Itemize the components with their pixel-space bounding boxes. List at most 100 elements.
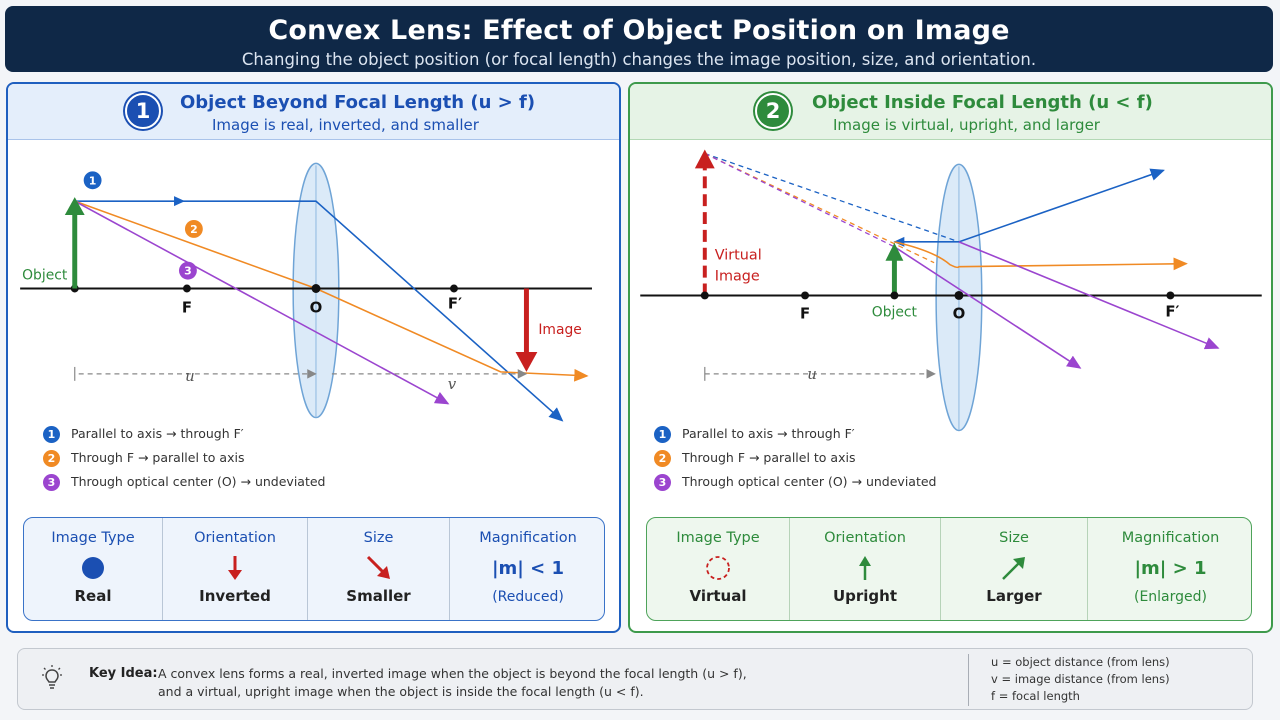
panel1-header: 1 Object Beyond Focal Length (u > f) Ima…	[8, 84, 619, 140]
ray-1-path	[894, 168, 1165, 243]
panel2-summary-box: Image Type Virtual Orientation Upright S…	[646, 517, 1252, 621]
focal-label-f-prime: F′	[1165, 302, 1179, 320]
image-arrow-head	[515, 352, 538, 372]
ray-3-number: 3	[184, 265, 192, 278]
key-idea-footer: Key Idea: A convex lens forms a real, in…	[17, 648, 1253, 710]
summary-orientation-value: Upright	[832, 587, 898, 605]
legend-ray-2-text: Through F → parallel to axis	[682, 450, 856, 465]
arrow-up-right-icon	[1002, 557, 1025, 580]
ray-3-badge	[178, 261, 197, 280]
summary-magnification-note: (Enlarged)	[1133, 589, 1207, 605]
definition-u: u = object distance (from lens)	[991, 655, 1170, 669]
summary-size-label: Size	[363, 530, 394, 546]
panel1-badge: 1	[125, 93, 161, 129]
focal-point-f-prime	[450, 284, 458, 293]
ray-1-badge	[83, 171, 102, 190]
real-image-dot-icon	[82, 557, 104, 579]
panel1-title: Object Beyond Focal Length (u > f)	[180, 92, 536, 113]
object-arrow-head	[885, 242, 904, 261]
legend-ray-1-text: Parallel to axis → through F′	[682, 426, 855, 441]
u-label: u	[807, 365, 817, 383]
focal-point-f-prime	[1166, 291, 1175, 300]
summary-orientation: Orientation Upright	[789, 518, 940, 620]
summary-magnification-note: (Reduced)	[492, 589, 564, 605]
summary-magnification-value: |m| > 1	[1134, 558, 1207, 579]
summary-image-type: Image Type Virtual	[647, 518, 789, 620]
virtual-ray-1-extension	[704, 152, 960, 243]
optical-center-o	[954, 290, 964, 300]
summary-orientation: Orientation Inverted	[162, 518, 307, 620]
summary-size: Size Larger	[940, 518, 1087, 620]
summary-magnification: Magnification |m| > 1 (Enlarged)	[1087, 518, 1253, 620]
summary-image-type-value: Real	[74, 587, 112, 605]
key-idea-label: Key Idea:	[89, 666, 158, 681]
summary-image-type-label: Image Type	[51, 530, 135, 546]
virtual-image-base-point	[700, 291, 709, 300]
arrow-down-right-icon	[366, 555, 390, 579]
summary-orientation-label: Orientation	[824, 530, 906, 546]
ray-2-number: 2	[190, 223, 198, 236]
convex-lens	[292, 162, 340, 419]
ray-3-path	[893, 246, 1082, 369]
virtual-image-label-line2: Image	[715, 269, 760, 285]
optical-center-o	[311, 284, 321, 293]
ray-2-path	[74, 200, 589, 382]
ray-1-incoming-arrow	[893, 236, 905, 247]
key-idea-line-1: A convex lens forms a real, inverted ima…	[158, 666, 747, 681]
panel2-subtitle: Image is virtual, upright, and larger	[833, 116, 1100, 134]
summary-image-type-label: Image Type	[676, 530, 760, 546]
ray-1-path	[74, 200, 564, 422]
summary-orientation-label: Orientation	[194, 530, 276, 546]
definition-v: v = image distance (from lens)	[991, 672, 1170, 686]
key-idea-line-2: and a virtual, upright image when the ob…	[158, 684, 644, 699]
panel2-header: 2 Object Inside Focal Length (u < f) Ima…	[630, 84, 1271, 140]
arrow-up-icon	[859, 556, 871, 580]
variable-definitions: u = object distance (from lens) v = imag…	[968, 654, 1170, 706]
page-subtitle: Changing the object position (or focal l…	[241, 50, 1037, 69]
panel1-summary-box: Image Type Real Orientation Inverted Siz…	[23, 517, 605, 621]
u-label: u	[185, 367, 195, 385]
summary-magnification-value: |m| < 1	[491, 558, 565, 579]
summary-magnification-label: Magnification	[479, 530, 577, 546]
summary-image-type-value: Virtual	[689, 587, 747, 605]
legend-ray-3-dot: 3	[43, 474, 60, 491]
virtual-image-label-line1: Virtual	[715, 248, 762, 264]
summary-magnification-label: Magnification	[1121, 530, 1220, 546]
optical-center-label: O	[310, 298, 323, 316]
virtual-ray-3-extension	[704, 152, 895, 248]
legend-ray-3-text: Through optical center (O) → undeviated	[71, 474, 326, 489]
page-header: Convex Lens: Effect of Object Position o…	[5, 6, 1273, 72]
virtual-ray-2-extension	[704, 152, 935, 264]
focal-point-f	[801, 291, 810, 300]
panel2-title: Object Inside Focal Length (u < f)	[812, 92, 1153, 113]
lightbulb-icon	[42, 665, 62, 689]
object-label: Object	[22, 268, 68, 284]
legend-ray-1-dot: 1	[654, 426, 671, 443]
legend-ray-2-dot: 2	[43, 450, 60, 467]
ray-2-badge	[184, 220, 203, 238]
image-label: Image	[538, 322, 581, 338]
panel-beyond-focal: 1 Object Beyond Focal Length (u > f) Ima…	[6, 82, 621, 633]
focal-label-f-prime: F′	[448, 294, 462, 312]
arrow-down-icon	[228, 556, 242, 580]
focal-point-f	[182, 284, 191, 293]
virtual-image-arrow-head	[694, 149, 715, 169]
page-title: Convex Lens: Effect of Object Position o…	[268, 15, 1010, 46]
ray-2-path	[894, 241, 1188, 271]
virtual-image-dashed-circle-icon	[706, 556, 730, 580]
summary-size-value: Larger	[986, 587, 1042, 605]
summary-size-value: Smaller	[346, 587, 411, 605]
object-arrow-head	[64, 197, 85, 216]
definition-f: f = focal length	[991, 689, 1080, 703]
ray-1-direction-arrow	[174, 196, 185, 207]
object-base-point	[70, 284, 79, 293]
optical-center-label: O	[953, 304, 966, 322]
focal-label-f: F	[182, 298, 192, 316]
legend-ray-3-text: Through optical center (O) → undeviated	[682, 474, 937, 489]
ray-3-path	[74, 200, 450, 405]
summary-size: Size Smaller	[307, 518, 449, 620]
ray-extra-path	[958, 241, 1220, 350]
v-label: v	[448, 375, 457, 393]
legend-ray-2-text: Through F → parallel to axis	[71, 450, 245, 465]
